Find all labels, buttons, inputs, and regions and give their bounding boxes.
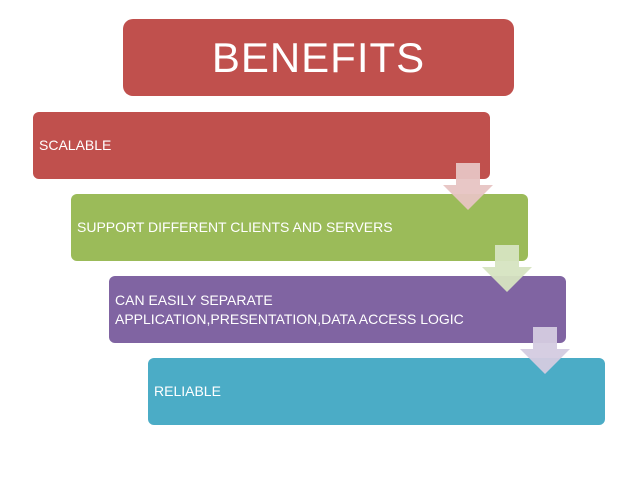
- arrow-shape: [482, 245, 532, 292]
- benefits-title: BENEFITS: [211, 33, 426, 81]
- benefits-title-box: BENEFITS: [123, 19, 514, 96]
- down-arrow-icon: [443, 163, 493, 210]
- step-scalable: SCALABLE: [33, 112, 490, 179]
- step-label-line-1: CAN EASILY SEPARATE: [115, 291, 273, 308]
- step-label-line-2: APPLICATION,PRESENTATION,DATA ACCESS LOG…: [115, 310, 464, 327]
- step-label: RELIABLE: [154, 383, 221, 399]
- step-reliable: RELIABLE: [148, 358, 605, 425]
- step-support-clients-servers: SUPPORT DIFFERENT CLIENTS AND SERVERS: [71, 194, 528, 261]
- step-label: SCALABLE: [39, 137, 112, 153]
- down-arrow-icon: [482, 245, 532, 292]
- arrow-shape: [520, 327, 570, 374]
- step-separate-logic: CAN EASILY SEPARATE APPLICATION,PRESENTA…: [109, 276, 566, 343]
- arrow-shape: [443, 163, 493, 210]
- down-arrow-icon: [520, 327, 570, 374]
- step-label: SUPPORT DIFFERENT CLIENTS AND SERVERS: [77, 219, 393, 235]
